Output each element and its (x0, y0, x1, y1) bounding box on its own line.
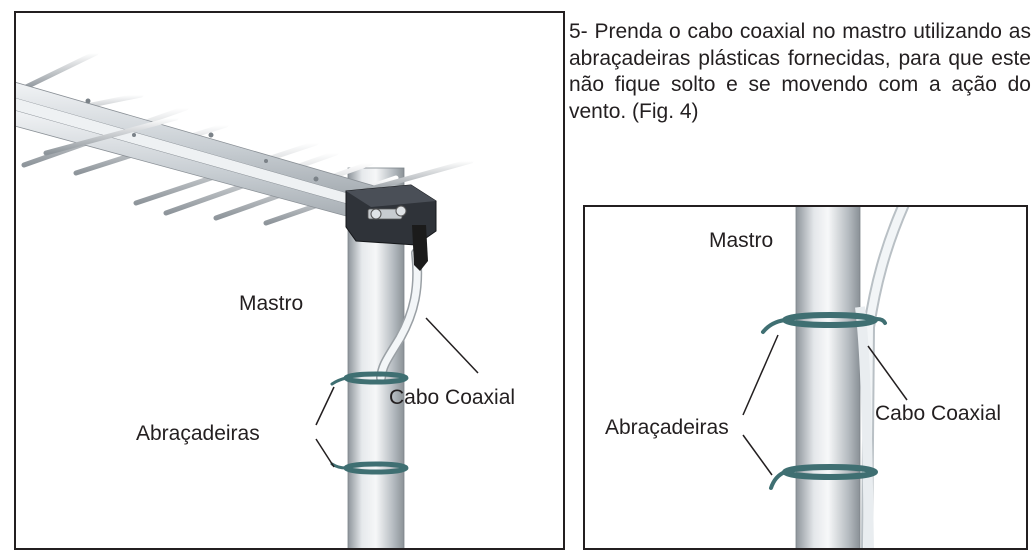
mast (795, 207, 861, 548)
label-clamps: Abraçadeiras (136, 422, 260, 445)
figure-antenna-installation: Mastro Cabo Coaxial Abraçadeiras (14, 11, 565, 550)
label-coaxial-cable: Cabo Coaxial (875, 402, 1002, 425)
antenna-mast-illustration (16, 50, 479, 548)
label-mast: Mastro (239, 292, 304, 315)
leader-lines (742, 334, 908, 476)
cable-connector-boot (412, 225, 428, 271)
cable-clamp-detail-illustration (742, 207, 910, 548)
leader-lines (315, 317, 479, 468)
label-coaxial-cable: Cabo Coaxial (389, 386, 516, 409)
label-mast: Mastro (709, 229, 774, 252)
label-clamps: Abraçadeiras (605, 416, 729, 439)
figure-4-cable-clamps-detail: Mastro Cabo Coaxial Abraçadeiras (583, 205, 1028, 550)
instruction-step-text: 5- Prenda o cabo coaxial no mastro utili… (569, 20, 1031, 123)
